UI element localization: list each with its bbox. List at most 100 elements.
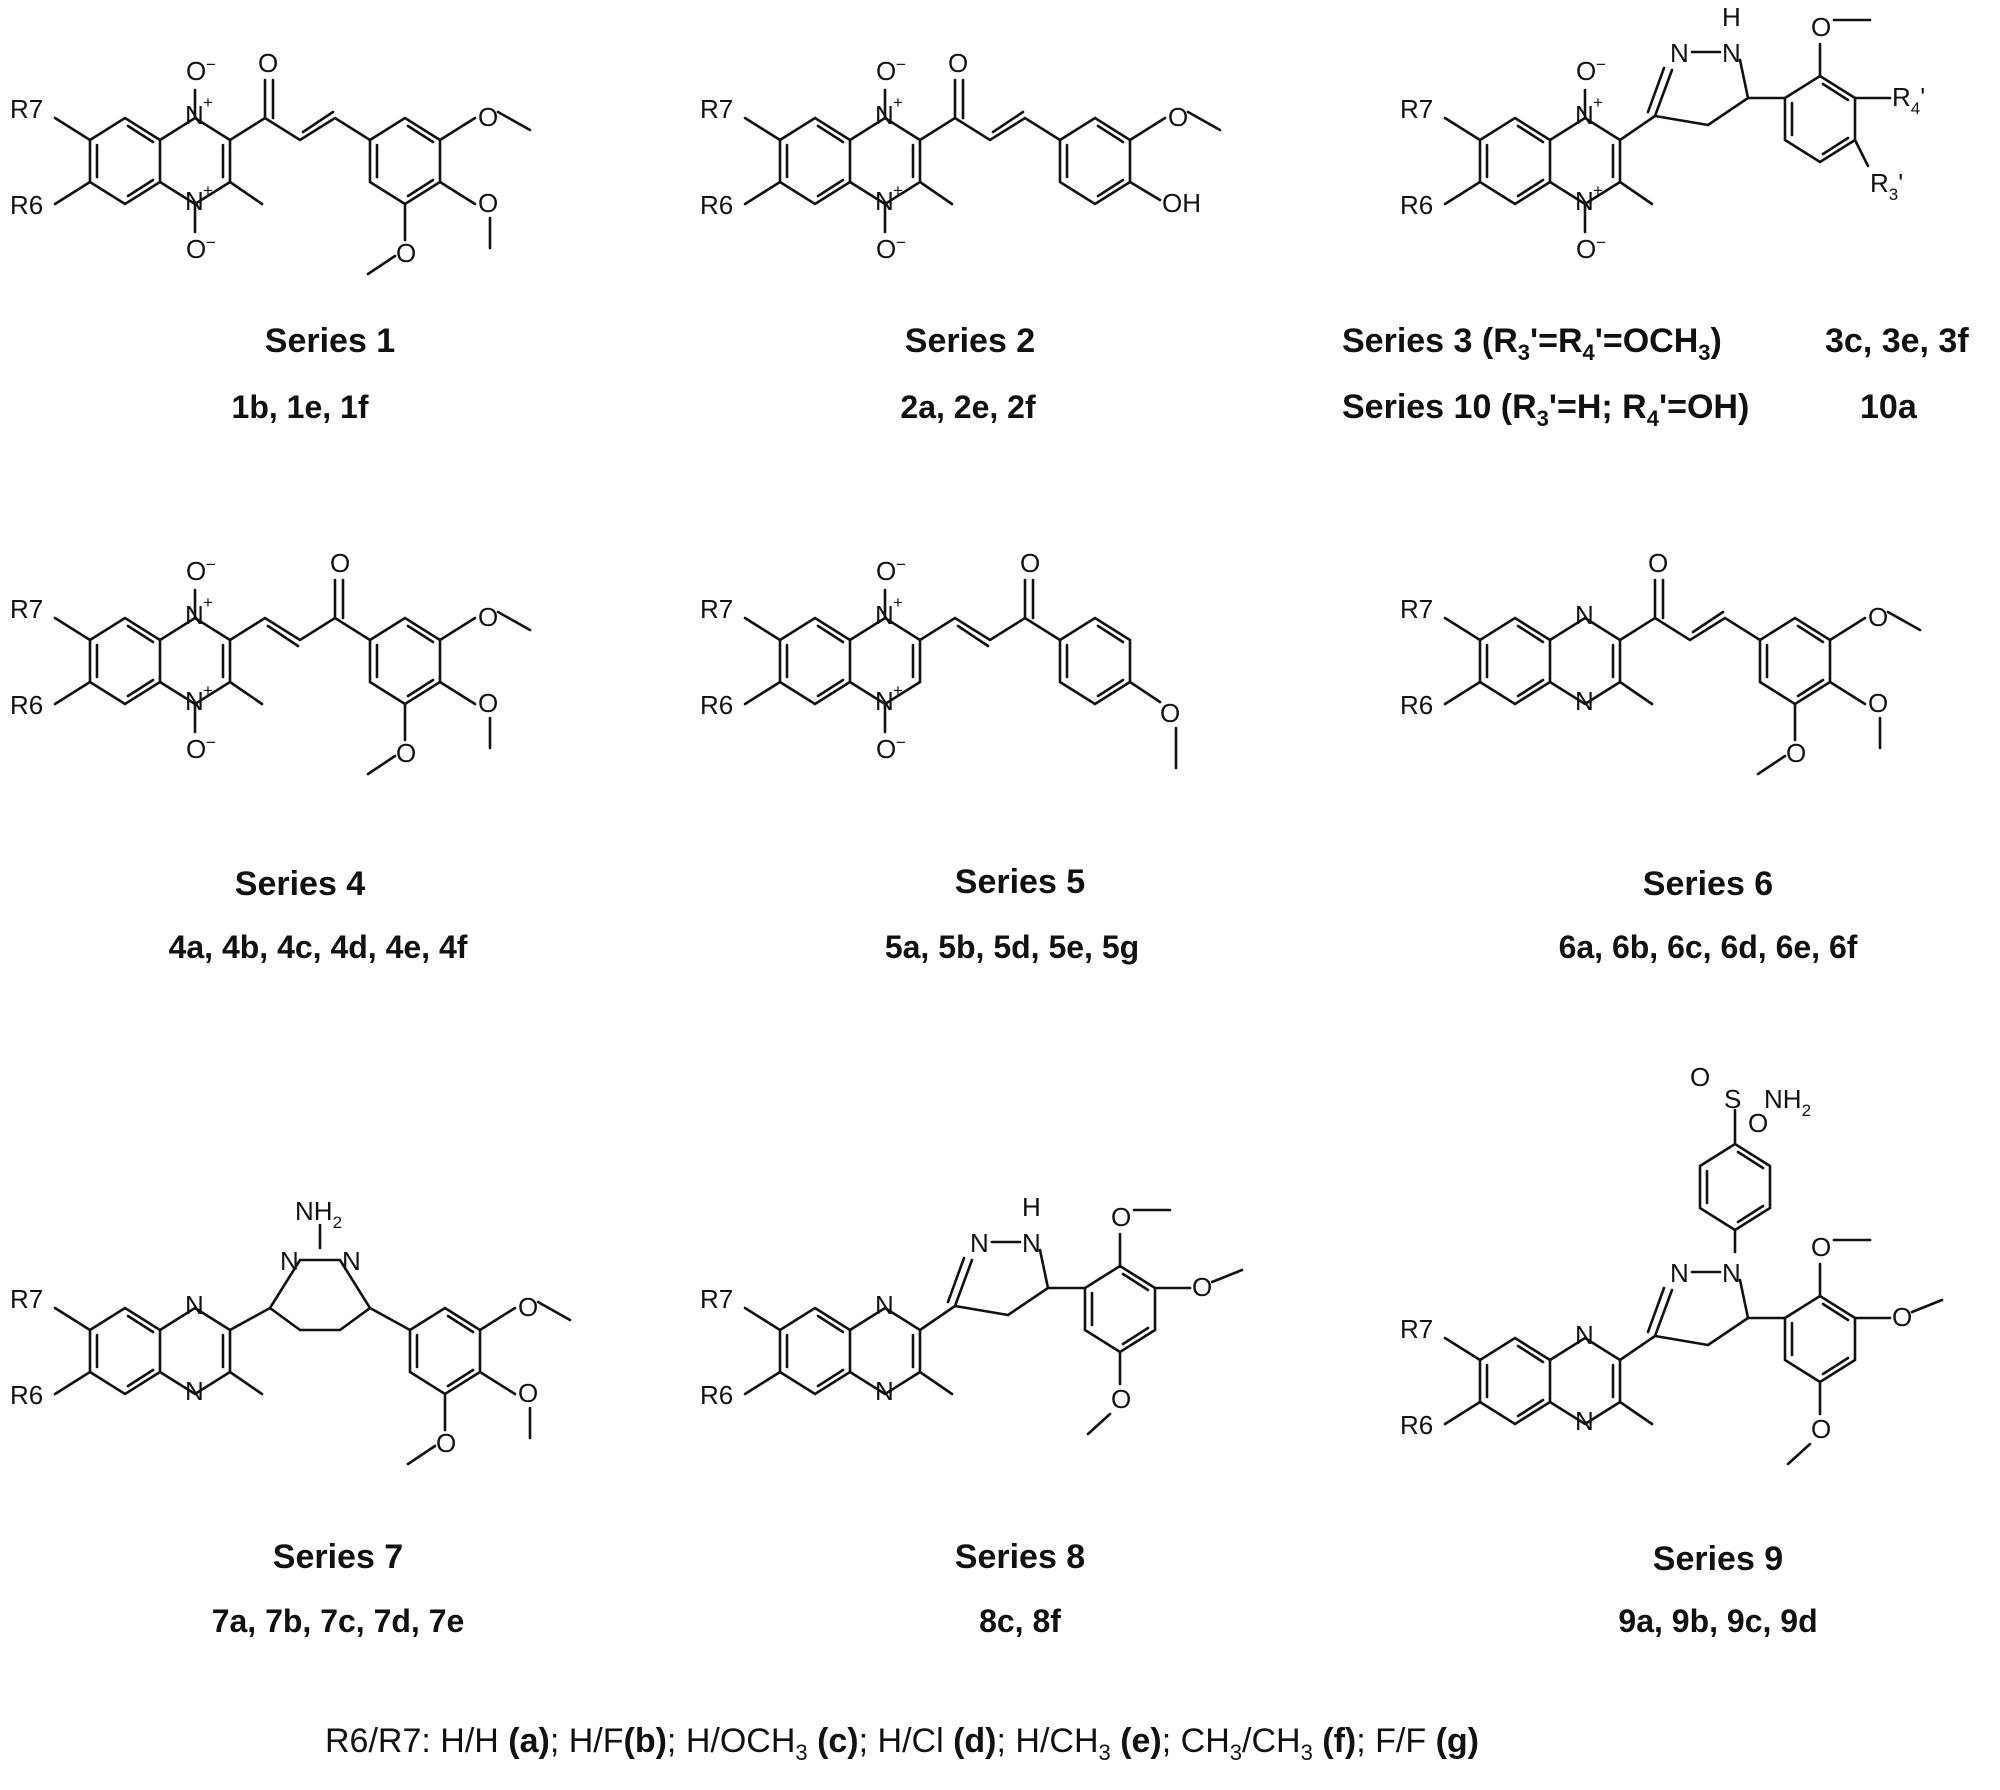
n-oxide-n: N — [185, 186, 204, 216]
series-4-compounds: 4a, 4b, 4c, 4d, 4e, 4f — [169, 929, 468, 965]
plus-charge: + — [893, 93, 903, 112]
series-7-title: Series 7 — [273, 1538, 403, 1576]
methoxy-oxygen: O — [396, 738, 416, 768]
r6-label: R6 — [10, 190, 43, 220]
methoxy-oxygen: O — [518, 1378, 538, 1408]
oxygen: O — [1576, 56, 1596, 86]
structure-series-7: R7 R6 N N N N NH2 O O O — [10, 1196, 572, 1466]
minus-charge: − — [206, 233, 216, 252]
plus-charge: + — [893, 593, 903, 612]
r6-label: R6 — [1400, 690, 1433, 720]
n-oxide-n: N — [185, 100, 204, 130]
pyrazoline-h: H — [1722, 2, 1741, 32]
r7-label: R7 — [10, 594, 43, 624]
captions: Series 1 1b, 1e, 1f Series 2 2a, 2e, 2f … — [169, 322, 1970, 1639]
n-oxide-n: N — [185, 686, 204, 716]
plus-charge: + — [1593, 93, 1603, 112]
oxygen: O — [186, 734, 206, 764]
series-8-compounds: 8c, 8f — [979, 1603, 1061, 1639]
r7-label: R7 — [10, 94, 43, 124]
series-5-title: Series 5 — [955, 863, 1085, 901]
series-6-compounds: 6a, 6b, 6c, 6d, 6e, 6f — [1559, 929, 1858, 965]
pyrazoline-nh-n: N — [1722, 38, 1741, 68]
r7-label: R7 — [10, 1284, 43, 1314]
structure-series-3: R7 R6 N + N + O − O − N N H O R4' R3' — [1400, 2, 1925, 264]
series-8-title: Series 8 — [955, 1538, 1085, 1576]
series-10-compounds: 10a — [1860, 388, 1918, 426]
quinoxaline-n: N — [1575, 1320, 1594, 1350]
plus-charge: + — [893, 181, 903, 200]
r6-label: R6 — [1400, 1410, 1433, 1440]
minus-charge: − — [206, 555, 216, 574]
plus-charge: + — [203, 593, 213, 612]
minus-charge: − — [896, 733, 906, 752]
pyrimidine-n: N — [342, 1246, 361, 1276]
carbonyl-oxygen: O — [330, 548, 350, 578]
methoxy-oxygen: O — [1160, 698, 1180, 728]
methoxy-oxygen: O — [478, 688, 498, 718]
series-9-title: Series 9 — [1653, 1540, 1783, 1578]
r7-label: R7 — [1400, 594, 1433, 624]
substituent-legend: R6/R7: H/H (a); H/F(b); H/OCH3 (c); H/Cl… — [325, 1722, 1479, 1765]
series-6-title: Series 6 — [1643, 865, 1773, 903]
oxygen: O — [876, 556, 896, 586]
plus-charge: + — [893, 681, 903, 700]
series-10-title: Series 10 (R3'=H; R4'=OH) — [1342, 388, 1749, 431]
quinoxaline-n: N — [1575, 686, 1594, 716]
oxygen: O — [876, 234, 896, 264]
minus-charge: − — [1596, 55, 1606, 74]
pyrazoline-n: N — [1670, 1258, 1689, 1288]
r7-label: R7 — [700, 594, 733, 624]
pyrimidine-n: N — [280, 1246, 299, 1276]
oxygen: O — [876, 734, 896, 764]
series-3-title: Series 3 (R3'=R4'=OCH3) — [1342, 322, 1722, 365]
plus-charge: + — [1593, 181, 1603, 200]
methoxy-oxygen: O — [478, 602, 498, 632]
minus-charge: − — [206, 55, 216, 74]
minus-charge: − — [896, 555, 906, 574]
quinoxaline-n: N — [1575, 600, 1594, 630]
hydroxyl-label: OH — [1162, 188, 1201, 218]
series-4-title: Series 4 — [235, 865, 366, 903]
r6-label: R6 — [700, 1380, 733, 1410]
methoxy-oxygen: O — [478, 102, 498, 132]
quinoxaline-n: N — [875, 1290, 894, 1320]
series-1-compounds: 1b, 1e, 1f — [232, 389, 369, 425]
n-oxide-n: N — [185, 600, 204, 630]
methoxy-oxygen: O — [396, 238, 416, 268]
r3-prime-label: R3' — [1870, 168, 1903, 204]
n-oxide-n: N — [875, 600, 894, 630]
carbonyl-oxygen: O — [1020, 548, 1040, 578]
sulfonyl-oxygen: O — [1748, 1108, 1768, 1138]
sulfonamide-nh2: NH2 — [1764, 1084, 1811, 1120]
pyrazoline-h: H — [1022, 1192, 1041, 1222]
quinoxaline-n: N — [1575, 1406, 1594, 1436]
quinoxaline-n: N — [185, 1290, 204, 1320]
r4-prime-label: R4' — [1892, 82, 1925, 118]
oxygen: O — [876, 56, 896, 86]
quinoxaline-n: N — [185, 1376, 204, 1406]
oxygen: O — [186, 556, 206, 586]
r6-label: R6 — [700, 690, 733, 720]
series-5-compounds: 5a, 5b, 5d, 5e, 5g — [885, 929, 1139, 965]
structure-series-9: R7 R6 N N N N S O O NH2 O O O — [1400, 1062, 1944, 1466]
methoxy-oxygen: O — [1786, 738, 1806, 768]
plus-charge: + — [203, 181, 213, 200]
amino-label: NH2 — [295, 1196, 342, 1232]
r7-label: R7 — [1400, 1314, 1433, 1344]
oxygen: O — [186, 56, 206, 86]
structure-series-5: R7 R6 N + N + O − O − O O — [700, 548, 1180, 770]
methoxy-oxygen: O — [1811, 1232, 1831, 1262]
r6-label: R6 — [700, 190, 733, 220]
carbonyl-oxygen: O — [1648, 548, 1668, 578]
structure-series-2: R7 R6 N + N + O − O − O O OH — [700, 48, 1222, 264]
sulfur-label: S — [1724, 1084, 1741, 1114]
r6-label: R6 — [10, 1380, 43, 1410]
n-oxide-n: N — [1575, 100, 1594, 130]
r6-label: R6 — [1400, 190, 1433, 220]
minus-charge: − — [896, 55, 906, 74]
series-9-compounds: 9a, 9b, 9c, 9d — [1618, 1603, 1817, 1639]
plus-charge: + — [203, 93, 213, 112]
r7-label: R7 — [700, 94, 733, 124]
